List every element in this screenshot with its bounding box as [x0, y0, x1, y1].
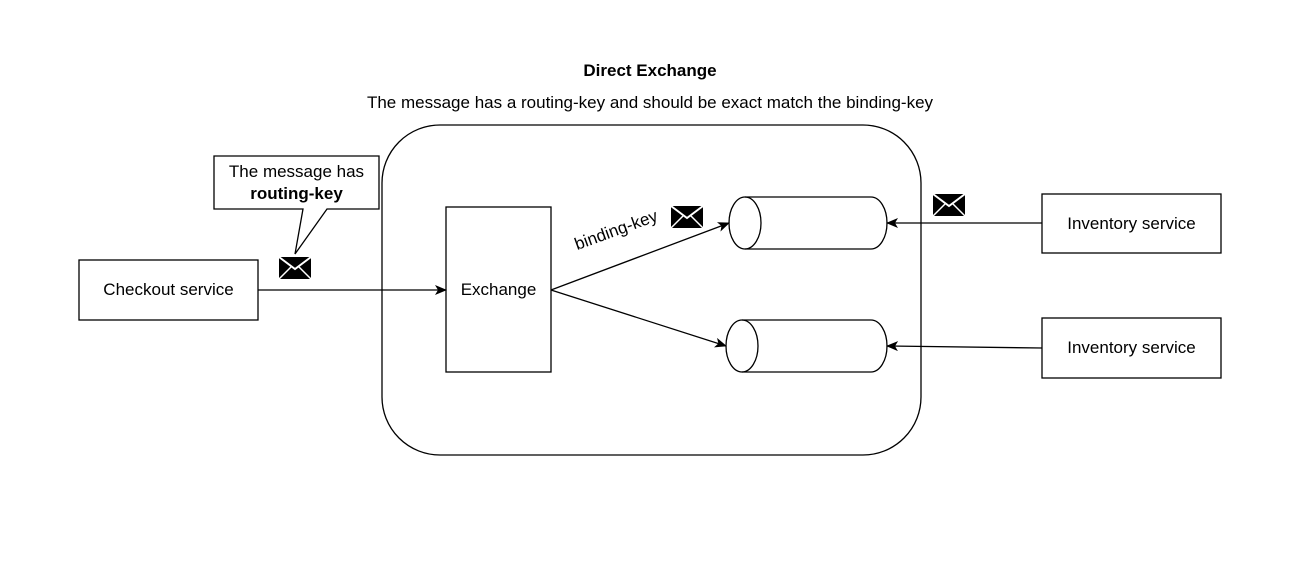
- queue-2: [725, 319, 888, 373]
- callout-bubble: [213, 155, 380, 255]
- consumer-label-2: Inventory service: [1067, 338, 1196, 357]
- callout-text: The message has routing-key: [214, 157, 379, 209]
- diagram-subtitle: The message has a routing-key and should…: [366, 93, 934, 112]
- callout-line-2: routing-key: [250, 184, 343, 203]
- arrow-exchange-to-queue-2: [550, 289, 727, 348]
- envelope-icon: [670, 205, 704, 229]
- diagram-title: Direct Exchange: [583, 61, 717, 80]
- queue-1: [728, 196, 888, 250]
- consumer-box-2: [1041, 317, 1222, 379]
- consumer-label-1: Inventory service: [1067, 213, 1196, 233]
- arrow-exchange-to-queue-1: [550, 222, 730, 291]
- callout-line-1: The message has: [228, 162, 365, 181]
- producer-label: Checkout service: [103, 280, 234, 299]
- envelope-icon: [278, 256, 312, 280]
- arrow-consumer-2-to-queue-2: [886, 341, 1043, 352]
- consumer-box-1: [1041, 193, 1222, 254]
- exchange-label: Exchange: [460, 279, 537, 299]
- envelope-icon: [932, 193, 966, 217]
- producer-box: [78, 259, 259, 321]
